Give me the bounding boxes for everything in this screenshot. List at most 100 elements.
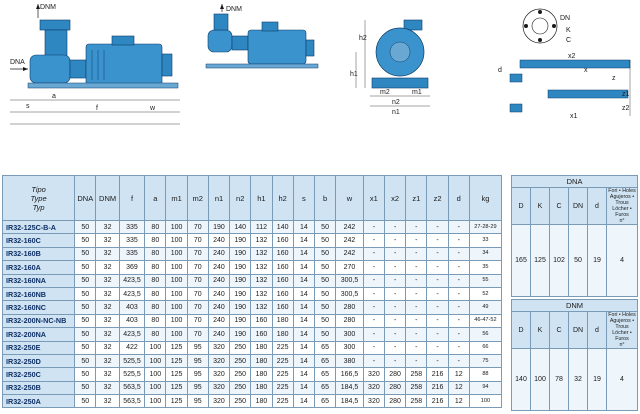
dimension-cell: 225: [271, 380, 294, 396]
dimension-cell: -: [383, 327, 407, 342]
dimension-cell: 50: [313, 233, 337, 248]
dimension-cell: 80: [144, 233, 167, 248]
dimension-cell: 80: [144, 246, 167, 262]
dimension-cell: -: [447, 273, 470, 288]
dimension-cell: -: [426, 300, 449, 315]
dimension-cell: 50: [313, 273, 337, 288]
dimension-cell: 32: [95, 380, 120, 396]
dimension-cell: -: [447, 233, 470, 248]
dimension-cell: 190: [229, 233, 252, 248]
dimension-cell: -: [362, 300, 386, 315]
dimensions-table: Tipo Type Typ DNA DNM f a m1 m2 n1 n2 h1…: [1, 175, 503, 409]
flange-dnm-holes-note: Fori • Holes Agujeros • Trous Löcher • F…: [606, 311, 638, 349]
dimension-cell: 12: [447, 380, 470, 396]
dim-x1: x1: [570, 113, 578, 120]
dim-x: x: [584, 67, 588, 74]
dimension-cell: -: [405, 340, 428, 355]
dimension-cell: 80: [144, 260, 167, 275]
dimension-cell: 180: [250, 394, 273, 409]
dimension-cell: 563,5: [118, 380, 146, 396]
dim-x2: x2: [568, 53, 576, 60]
dimension-cell: -: [447, 313, 470, 329]
header-dna: DNA: [74, 175, 97, 221]
dimension-cell: 160: [271, 233, 294, 248]
flange-dnm-value-row: 140 100 78 32 19 4: [511, 348, 638, 411]
header-n1: n1: [207, 175, 231, 221]
dimension-cell: 180: [250, 353, 273, 369]
dimension-cell: 380: [335, 353, 364, 369]
dimension-cell: 300,5: [335, 286, 364, 302]
dimension-cell: 100: [165, 273, 188, 288]
model-cell: IR32-250C: [1, 367, 76, 382]
dimension-cell: 250: [229, 394, 252, 409]
dimension-cell: 95: [186, 367, 209, 382]
dimension-cell: 14: [292, 327, 315, 342]
dimension-cell: 80: [144, 286, 167, 302]
dimension-cell: -: [383, 300, 407, 315]
dimension-cell: -: [405, 246, 428, 262]
dimension-cell: 190: [229, 273, 252, 288]
dimension-cell: 184,5: [335, 394, 364, 409]
dimension-cell: 100: [165, 219, 188, 235]
flange-dnm-value: 19: [587, 348, 607, 411]
dimension-cell: 80: [144, 219, 167, 235]
dimension-cell: 250: [229, 340, 252, 355]
dimension-cell: -: [426, 260, 449, 275]
dimension-cell: 80: [144, 300, 167, 315]
dnm-label-1: DNM: [40, 4, 56, 11]
dimension-cell: 240: [207, 273, 231, 288]
header-h2: h2: [271, 175, 294, 221]
model-cell: IR32-160NA: [1, 273, 76, 288]
dimension-cell: -: [405, 233, 428, 248]
holes-note-line: Agujeros • Trous: [609, 318, 635, 330]
dimension-cell: 14: [292, 340, 315, 355]
dimension-cell: 240: [207, 300, 231, 315]
flange-dnm-col-dn: DN: [568, 311, 588, 349]
dimension-cell: -: [362, 233, 386, 248]
dimension-cell: 160: [271, 286, 294, 302]
flange-dnm-value: 32: [568, 348, 588, 411]
dimension-cell: 258: [405, 394, 428, 409]
dimension-cell: -: [383, 233, 407, 248]
dimension-cell: -: [362, 313, 386, 329]
dimension-cell: -: [426, 353, 449, 369]
dimension-cell: 70: [186, 273, 209, 288]
weight-cell: 94: [468, 380, 503, 396]
dimension-cell: 50: [313, 300, 337, 315]
weight-cell: 66: [468, 340, 503, 355]
weight-cell: 75: [468, 353, 503, 369]
flange-dna-value-row: 165 125 102 50 19 4: [511, 224, 639, 297]
dimension-cell: 240: [207, 286, 231, 302]
dimension-cell: 160: [271, 300, 294, 315]
dimension-cell: 216: [426, 394, 449, 409]
dimension-cell: 225: [271, 367, 294, 382]
dimension-cell: 100: [144, 367, 167, 382]
dimension-cell: -: [383, 353, 407, 369]
weight-cell: 35: [468, 260, 503, 275]
dimension-cell: 100: [144, 353, 167, 369]
dimension-cell: -: [405, 273, 428, 288]
dimension-cell: 32: [95, 327, 120, 342]
dimension-cell: 240: [207, 313, 231, 329]
dimension-cell: 320: [207, 367, 231, 382]
flange-dnm-value: 140: [511, 348, 531, 411]
dimension-cell: 180: [250, 340, 273, 355]
dimension-cell: 95: [186, 394, 209, 409]
dimension-cell: -: [405, 313, 428, 329]
flange-dnm-value: 78: [549, 348, 569, 411]
holes-note-line: n°: [619, 218, 625, 224]
table-header-row: Tipo Type Typ DNA DNM f a m1 m2 n1 n2 h1…: [1, 175, 503, 221]
dimension-cell: 125: [165, 367, 188, 382]
header-d: d: [447, 175, 470, 221]
dim-d: d: [498, 67, 502, 74]
dim-z1: z1: [622, 91, 630, 98]
header-kg: kg: [468, 175, 503, 221]
dimension-cell: 180: [250, 380, 273, 396]
dimension-cell: -: [426, 219, 449, 235]
dimension-cell: 320: [362, 367, 386, 382]
weight-cell: 49: [468, 300, 503, 315]
dimension-cell: -: [383, 313, 407, 329]
